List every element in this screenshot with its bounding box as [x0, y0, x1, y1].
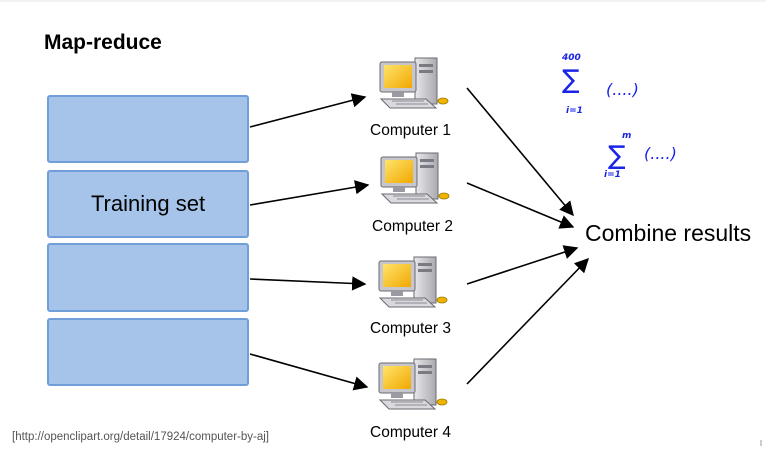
sum-1-upper-limit: 400	[562, 53, 581, 63]
arrow-block2-computer2	[249, 180, 370, 206]
data-block-1	[47, 95, 249, 163]
computer-2-icon	[380, 152, 450, 204]
arrow-block4-computer4	[249, 353, 369, 391]
slide-title: Map-reduce	[44, 31, 162, 54]
computer-4-label: Computer 4	[370, 424, 451, 441]
data-block-4	[47, 318, 249, 386]
combine-results-label: Combine results	[585, 220, 752, 246]
sum-2-upper-limit: m	[622, 131, 632, 141]
sum-2-lower-limit: i=1	[604, 170, 621, 180]
data-block-3	[47, 243, 249, 312]
sum-2-body: (....)	[644, 144, 677, 163]
arrow-block1-computer1	[249, 93, 367, 128]
image-citation: [http://openclipart.org/detail/17924/com…	[12, 431, 269, 443]
top-border	[0, 0, 766, 2]
sum-1-lower-limit: i=1	[566, 106, 583, 116]
computer-1-icon	[379, 57, 449, 109]
training-set-label: Training set	[90, 191, 206, 216]
arrow-computer2-combine	[466, 182, 575, 229]
computer-2-label: Computer 2	[372, 218, 453, 235]
arrow-computer1-combine	[466, 87, 574, 217]
data-block-2: Training set	[47, 170, 249, 238]
sum-1-sigma-icon: ∑	[562, 65, 580, 95]
arrow-block3-computer3	[249, 276, 367, 291]
computer-1-label: Computer 1	[370, 122, 451, 139]
computer-3-icon	[378, 256, 448, 308]
computer-3-label: Computer 3	[370, 320, 451, 337]
arrow-computer3-combine	[466, 245, 579, 285]
arrow-computer4-combine	[466, 257, 590, 385]
computer-4-icon	[378, 358, 448, 410]
sum-2-sigma-icon: ∑	[608, 141, 626, 171]
sum-1-body: (....)	[606, 80, 639, 99]
